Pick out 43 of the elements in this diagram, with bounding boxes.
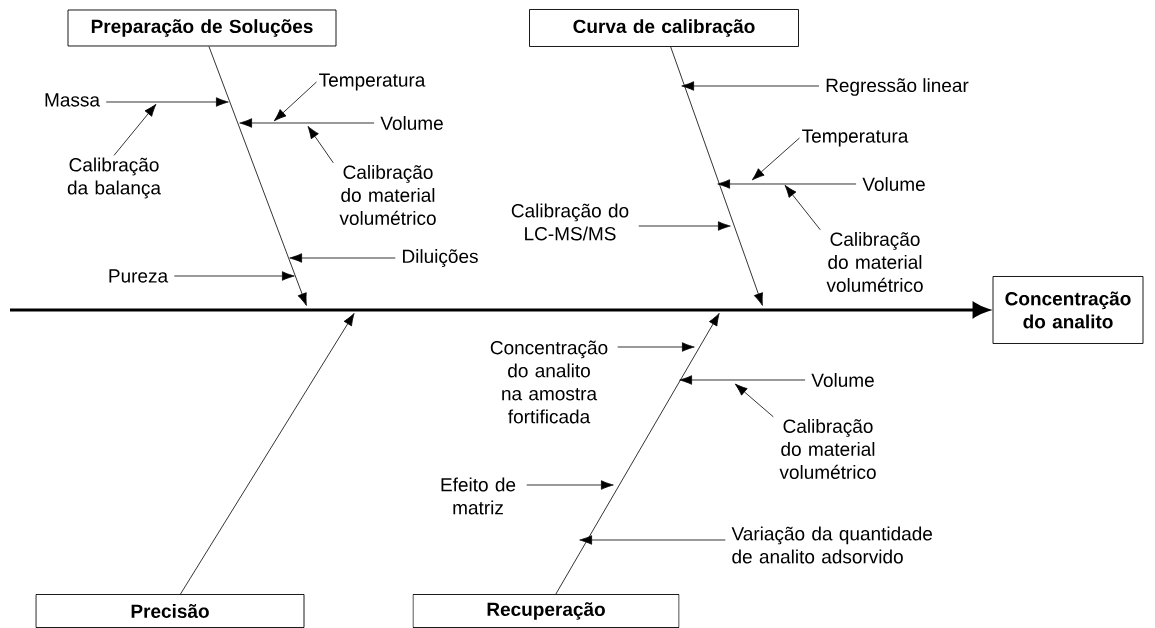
bone-arrow [208,46,307,306]
arrow [717,179,857,189]
cause-label: Volume [811,373,874,387]
cause-label: Calibração do LC-MS/MS [511,203,629,241]
arrow [526,480,614,490]
arrow [289,253,396,263]
category-box: Recuperação [412,594,680,628]
cause-label: Calibração do material volumétrico [826,232,923,292]
arrow [751,137,800,181]
bone-arrow [670,46,763,306]
cause-label: Diluições [403,249,478,267]
arrow [113,103,157,156]
cause-label: Temperatura [802,129,909,147]
bone-arrow [555,313,720,595]
cause-label: Massa [45,93,100,107]
cause-label: Volume [862,177,925,191]
cause-label: Calibração do material volumétrico [779,419,876,479]
bone-arrow [180,313,355,595]
cause-label: Regressão linear [826,78,969,96]
category-box: Curva de calibração [529,9,799,47]
cause-label: Pureza [109,269,169,283]
effect-box: Concentração do analito [992,276,1144,344]
cause-label: Calibração da balança [67,157,161,199]
cause-label: Variação da quantidade de analito adsorvido [731,526,933,564]
category-box: Preparação de Soluções [67,9,337,47]
arrow [679,375,806,385]
cause-label: Volume [380,116,443,130]
cause-label: Calibração do material volumétrico [339,165,436,225]
arrow [239,118,375,128]
arrow [617,342,695,352]
arrow [734,383,774,418]
arrow [784,184,821,231]
arrow [105,97,229,107]
cause-label: Temperatura [319,73,426,91]
arrow [579,535,726,545]
cause-label: Efeito de matriz [441,477,516,515]
arrow [307,126,334,164]
arrow [638,221,731,231]
arrow [273,81,317,122]
cause-label: Concentração do analito na amostra fortificada [490,340,608,424]
arrow [681,81,820,91]
arrow [173,271,295,281]
category-box: Precisão [35,594,305,628]
